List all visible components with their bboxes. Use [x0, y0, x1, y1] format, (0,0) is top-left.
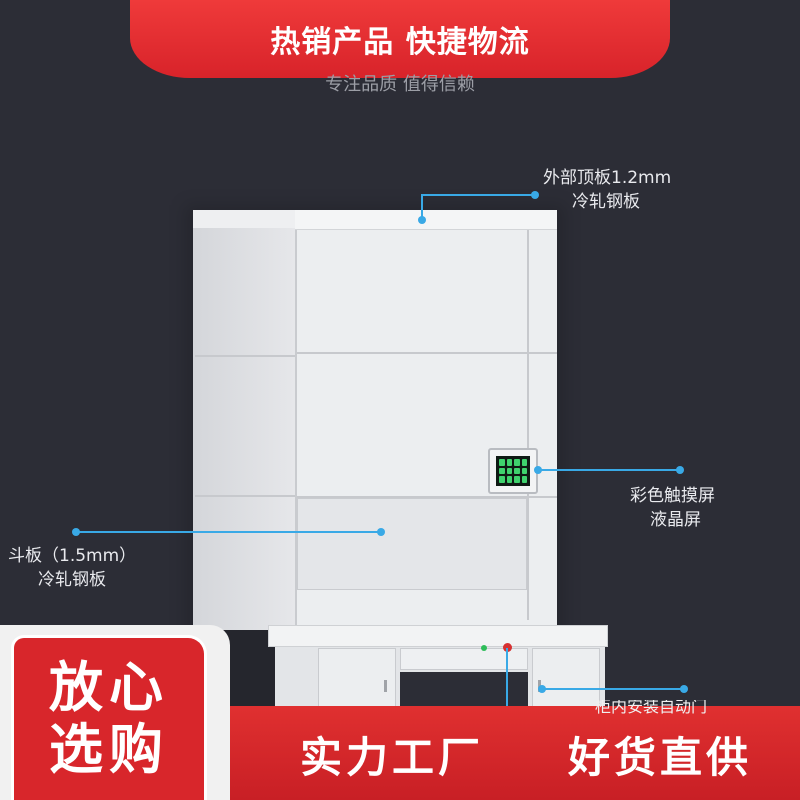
touch-screen [488, 448, 538, 494]
callout-line [542, 688, 684, 690]
callout-dot [72, 528, 80, 536]
desk-middle-drawer [400, 648, 528, 670]
green-button [481, 645, 487, 651]
cabinet-front-top [295, 210, 557, 230]
callout-dot [538, 685, 546, 693]
cabinet-side [193, 210, 295, 630]
callout-dot [676, 466, 684, 474]
callout-screen-line2: 液晶屏 [650, 510, 701, 530]
callout-line [421, 194, 535, 196]
callout-drawer-line2: 冷轧钢板 [38, 570, 106, 590]
slogan-direct: 好货直供 [568, 733, 753, 782]
desk-top [268, 625, 608, 647]
callout-dot [534, 466, 542, 474]
subtitle: 专注品质 值得信赖 [325, 74, 475, 92]
callout-desk-line1: 柜内安装自动门 [595, 700, 708, 714]
callout-dot [377, 528, 385, 536]
callout-top-panel-line1: 外部顶板1.2mm [543, 168, 672, 188]
red-button [503, 643, 512, 652]
badge-line2: 选购 [49, 718, 169, 781]
panel-seam [297, 352, 557, 354]
callout-line [421, 194, 423, 220]
panel-seam [527, 230, 529, 620]
panel-seam [195, 495, 295, 497]
callout-line [538, 469, 680, 471]
callout-top-panel-line2: 冷轧钢板 [572, 192, 640, 212]
cabinet-side-top [193, 210, 295, 228]
callout-dot [418, 216, 426, 224]
callout-screen-line1: 彩色触摸屏 [630, 486, 715, 506]
panel-seam [297, 496, 557, 498]
callout-dot [680, 685, 688, 693]
callout-dot [531, 191, 539, 199]
badge: 放心 选购 [14, 638, 204, 800]
callout-line [76, 531, 382, 533]
badge-line1: 放心 [49, 656, 169, 719]
touch-screen-display [496, 456, 530, 486]
banner-title: 热销产品 快捷物流 [270, 25, 530, 60]
callout-line [506, 648, 508, 708]
callout-drawer-line1: 斗板（1.5mm） [8, 546, 137, 566]
slogan-factory: 实力工厂 [300, 733, 485, 782]
drawer-opening [297, 498, 527, 590]
top-banner: 热销产品 快捷物流 [130, 0, 670, 78]
drawer-handle [384, 680, 387, 692]
panel-seam [195, 355, 295, 357]
